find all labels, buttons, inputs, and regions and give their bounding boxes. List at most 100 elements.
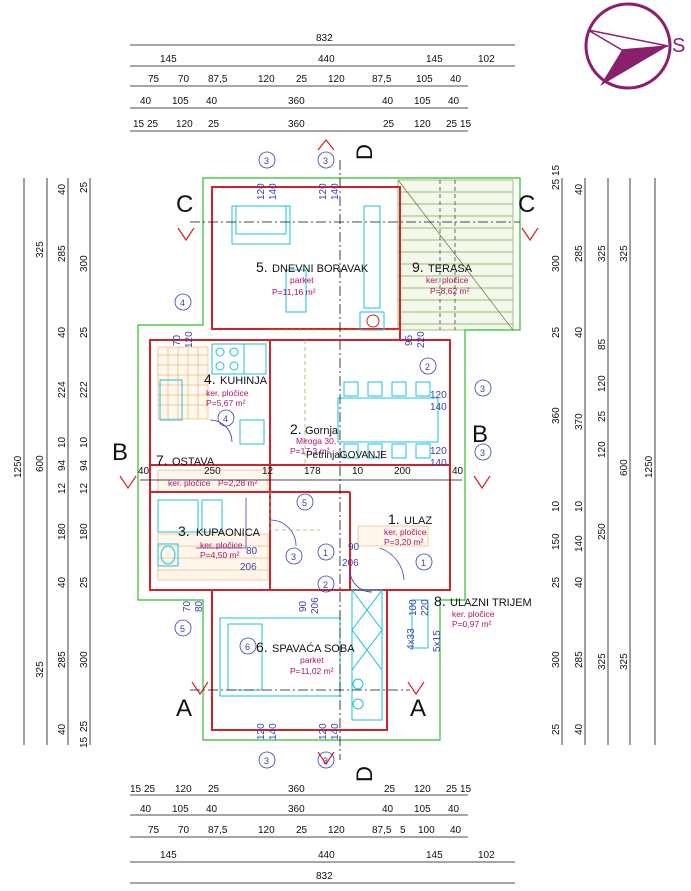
section-label-b-right: B: [472, 421, 488, 448]
room-ulaz: 1. ULAZ ker. pločice P=3,20 m²: [384, 511, 432, 547]
dim-right-300: 300: [551, 255, 562, 272]
dim-right-370: 370: [574, 413, 585, 430]
dim-right-10: 10: [551, 500, 562, 512]
stove: [211, 343, 245, 375]
win-140f: 140: [430, 458, 447, 469]
dim-left-40: 40: [57, 183, 68, 195]
win-120d: 120: [318, 723, 329, 740]
circle-marker-labels: 3 3 4 4 2 3 3 5 3 1 2 1 5 3 3 6: [180, 156, 485, 766]
dim-bot-40: 40: [140, 804, 152, 815]
dining-table: [337, 397, 439, 443]
marker-3f: 3: [264, 756, 269, 766]
room-8-name: ULAZNI TRIJEM: [450, 597, 532, 609]
row-dim-10: 10: [352, 466, 364, 477]
win-95: 95: [404, 334, 415, 346]
room-1-area: P=3,20 m²: [384, 537, 424, 547]
win-80b: 80: [194, 600, 205, 612]
room-2-name: Gornja: [305, 425, 339, 437]
outline-green: [137, 177, 521, 741]
room-1-name: ULAZ: [404, 515, 432, 527]
room-2-area: P=17,3 m²: [290, 446, 330, 456]
dim-top-40a: 40: [140, 96, 152, 107]
dim-left-325b: 325: [35, 661, 46, 678]
dim-bot-5: 5: [400, 825, 406, 836]
dims-top-labels: 832 145 440 145 102 75 70 87,5 120 25 12…: [133, 33, 495, 130]
dim-top-145b: 145: [426, 54, 443, 65]
dim-bot-145b: 145: [426, 850, 443, 861]
dim-bot-120b: 120: [414, 784, 431, 795]
dim-bot-100: 100: [418, 825, 435, 836]
dim-right-325d: 325: [619, 653, 630, 670]
dim-bot-15b: 15: [460, 784, 472, 795]
win-120f: 120: [430, 390, 447, 401]
marker-3c: 3: [480, 384, 485, 394]
dim-left-222: 222: [79, 381, 90, 398]
dim-left-224: 224: [57, 381, 68, 398]
room-7-num: 7.: [156, 452, 168, 468]
section-label-c-left: C: [176, 191, 193, 218]
room-5-floor: parket: [290, 275, 314, 285]
section-lines: [140, 160, 520, 760]
dim-right-150: 150: [551, 533, 562, 550]
dim-right-1250: 1250: [644, 455, 655, 478]
toilet: [157, 543, 179, 567]
dim-left-10: 10: [57, 436, 68, 448]
compass-logo: S: [584, 2, 685, 90]
dim-right-40c: 40: [574, 576, 585, 588]
dim-left-10b: 10: [79, 436, 90, 448]
terrace-hatch: [397, 179, 514, 331]
section-label-a-left: A: [176, 695, 192, 722]
dim-bot-40d: 40: [448, 804, 460, 815]
dims-bottom-labels: 15 25 120 25 360 25 120 25 15 40 105 40 …: [130, 784, 495, 882]
room-9-floor: ker. pločice: [426, 275, 469, 285]
dim-right-285b: 285: [574, 651, 585, 668]
dim-left-180b: 180: [79, 523, 90, 540]
section-arrows: [119, 139, 539, 766]
room-terasa: 9. TERASA ker. pločice P=8,62 m²: [412, 259, 473, 296]
dim-top-25d: 25: [446, 119, 458, 130]
dim-bot-25d: 25: [446, 784, 458, 795]
dim-top-25: 25: [296, 74, 308, 85]
room-7-area: P=2,28 m²: [218, 478, 258, 488]
dim-right-600: 600: [619, 459, 630, 476]
dim-bot-25e: 25: [296, 825, 308, 836]
logo-letter: S: [672, 35, 685, 57]
room-6-num: 6.: [256, 639, 268, 655]
dim-right-300b: 300: [551, 651, 562, 668]
win-70a: 70: [172, 334, 183, 346]
tile-grids: [157, 346, 429, 581]
section-label-d-top: D: [352, 144, 377, 160]
room-3-name: KUPAONICA: [196, 527, 261, 539]
dim-bot-105b: 105: [414, 804, 431, 815]
marker-1a: 1: [323, 548, 328, 558]
bathtub: [157, 499, 199, 533]
win-100: 100: [408, 599, 419, 616]
dim-top-832: 832: [316, 33, 333, 44]
win-4x33: 4x33: [406, 628, 417, 650]
marker-4b: 4: [223, 414, 228, 424]
dim-bot-360: 360: [288, 784, 305, 795]
section-labels: B B C C A A D D: [112, 144, 535, 782]
dim-top-145: 145: [160, 54, 177, 65]
room-9-area: P=8,62 m²: [430, 286, 470, 296]
win-206c: 206: [310, 597, 321, 614]
win-120b: 120: [318, 183, 329, 200]
room-kupaonica: 3. KUPAONICA ker. pločice P=4,50 m²: [178, 523, 261, 560]
section-label-c-right: C: [518, 191, 535, 218]
marker-3a: 3: [264, 156, 269, 166]
dim-right-25c: 25: [551, 576, 562, 588]
room-dnevni-boravak: 5. DNEVNI BORAVAK parket P=11,16 m²: [256, 259, 369, 297]
dim-left-285b: 285: [57, 651, 68, 668]
room-ostava: 7. OSTAVA ker. pločice P=2,28 m²: [156, 452, 258, 488]
dim-bot-15: 15: [130, 784, 142, 795]
win-120e: 120: [184, 331, 195, 348]
room-6-area: P=11,02 m²: [290, 666, 334, 676]
dim-top-105a: 105: [172, 96, 189, 107]
dim-top-40: 40: [450, 74, 462, 85]
dim-bot-832: 832: [316, 871, 333, 882]
dim-bot-440: 440: [318, 850, 335, 861]
dim-bot-120d: 120: [328, 825, 345, 836]
dim-bot-120: 120: [175, 784, 192, 795]
dim-bot-25: 25: [144, 784, 156, 795]
dim-right-25b: 25: [551, 326, 562, 338]
